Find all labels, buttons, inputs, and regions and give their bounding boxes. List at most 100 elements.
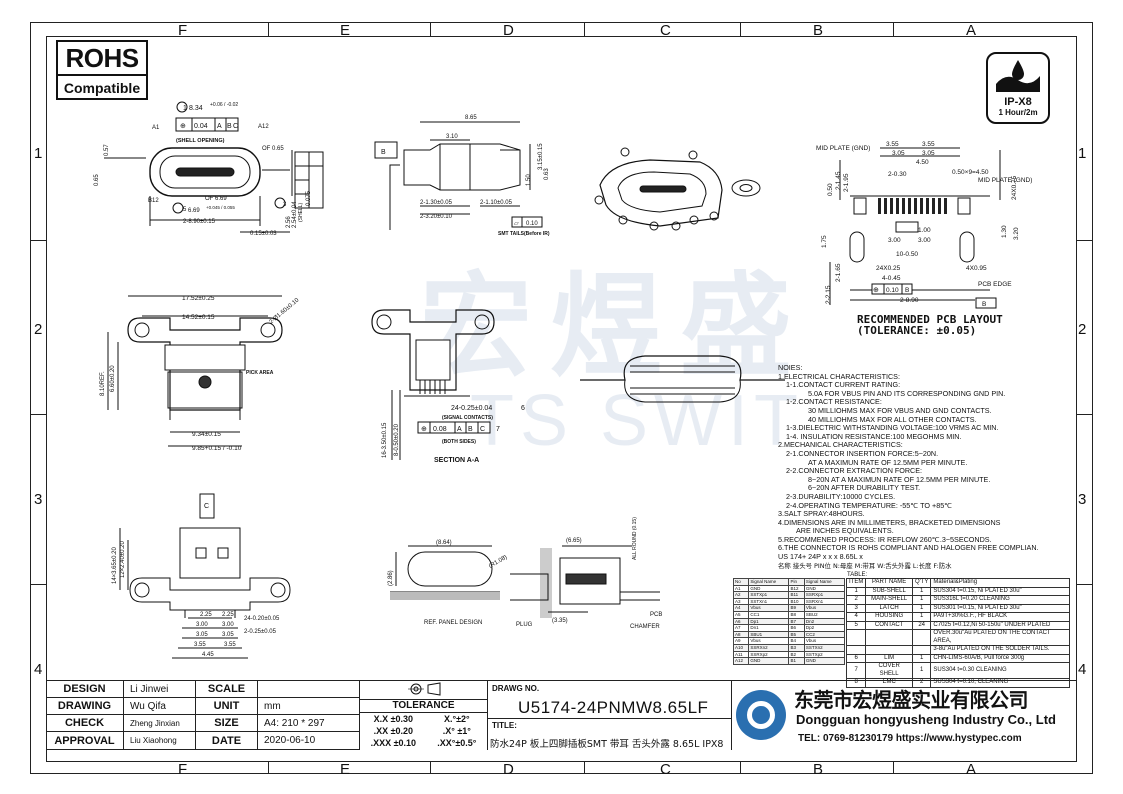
- table-cell: 2: [845, 595, 867, 605]
- panel-design-view: [390, 545, 500, 600]
- pin-cell: SSRXn2: [748, 643, 790, 652]
- dim-175: 1.75: [821, 235, 828, 248]
- pin-cell: SSTXn1: [748, 597, 790, 606]
- dim-300-pcb-b: 3.00: [918, 237, 931, 244]
- table-cell: 3: [845, 603, 867, 613]
- table-cell: [865, 629, 913, 646]
- zone-row-3-left: 3: [34, 491, 43, 508]
- note-line: 1-4. INSULATION RESISTANCE:100 MEGOHMS M…: [786, 431, 962, 441]
- table-cell: 1: [911, 586, 932, 596]
- dim-075: 24X0.75: [1011, 175, 1018, 200]
- zone-col-b-bottom: B: [813, 761, 824, 778]
- zone-row-4-right: 4: [1078, 661, 1087, 678]
- pcb-edge-label: PCB EDGE: [978, 281, 1012, 288]
- ipx8-badge: IP-X8 1 Hour/2m: [986, 52, 1050, 124]
- watermark-chinese: 宏煜盛: [420, 262, 810, 392]
- scale-label: SCALE: [196, 681, 258, 698]
- drawing-number: U5174-24PNMW8.65LF: [518, 698, 709, 717]
- dim-355-a: 3.55: [194, 642, 206, 648]
- tick-bottom: [893, 762, 894, 774]
- front-view: [104, 101, 324, 233]
- note-line: 30 MILLIOHMS MAX FOR VBUS AND GND CONTAC…: [808, 405, 992, 415]
- table-cell: [911, 629, 932, 646]
- pin-cell: Pin: [788, 578, 805, 586]
- dim-254: 2.54±0.04: [292, 201, 298, 228]
- approval-label: APPROVAL: [46, 732, 124, 750]
- callout-6: 6: [521, 405, 525, 412]
- approval-name: Liu Xiaohong: [124, 732, 196, 750]
- zone-row-2-right: 2: [1078, 321, 1087, 338]
- dim-050x9: 0.50×9=4.50: [952, 169, 989, 176]
- table-cell: LIM: [865, 653, 913, 663]
- dim-130: 2-1.30±0.05: [420, 200, 453, 206]
- dim-300-a: 3.00: [196, 622, 208, 628]
- zone-col-c-top: C: [660, 22, 671, 39]
- table-cell: 24: [911, 620, 932, 630]
- mid-plate-right: MID PLATE (GND): [978, 177, 1032, 184]
- pin-cell: GND: [748, 657, 790, 665]
- dim-305-a: 3.05: [196, 632, 208, 638]
- dim-300-b: 3.00: [222, 622, 234, 628]
- dim-934: 9.34±0.15: [192, 431, 221, 438]
- pin-cell: Dn2: [803, 617, 846, 626]
- pin-cell: A1: [732, 584, 750, 593]
- note-line: AT A MAXIMUN RATE OF 12.5MM PER MINUTE.: [808, 457, 968, 467]
- chamfer-label: CHAMFER: [630, 624, 660, 630]
- rohs-compatible-label: Compatible: [63, 80, 141, 96]
- size-value: A4: 210 * 297: [258, 715, 360, 732]
- callout-3: 3: [283, 202, 287, 208]
- dim-305-pcb-b: 3.05: [922, 150, 935, 157]
- position-tol-icon-3: ⊕: [873, 287, 879, 294]
- callout-1: 1: [183, 105, 187, 112]
- note-line: ARE INCHES EQUIVALENTS.: [796, 526, 894, 536]
- all-round-note: ALL ROUND (0.15): [632, 517, 638, 560]
- title-block: [46, 680, 1077, 750]
- pin-cell: Dp1: [748, 617, 790, 626]
- datum-c-2: C: [480, 426, 485, 433]
- section-view: [371, 309, 495, 460]
- pin-cell: A12: [732, 657, 750, 665]
- dim-665: (6.65): [566, 538, 582, 544]
- tick-left: [30, 584, 46, 585]
- company-name-en: Dongguan hongyusheng Industry Co., Ltd: [796, 712, 1056, 727]
- datum-b-pcb-edge: B: [982, 301, 986, 308]
- company-contact: TEL: 0769-81230179 https://www.hystypec.…: [798, 733, 1022, 744]
- section-label: SECTION A-A: [434, 457, 479, 464]
- zone-col-a-bottom: A: [966, 761, 977, 778]
- table-cell: LATCH: [865, 603, 913, 613]
- table-header-cell: Material&Plating: [930, 578, 1070, 588]
- unit-label: UNIT: [196, 698, 258, 715]
- pin-cell: A2: [732, 591, 750, 599]
- drawing-number-block: DRAWG NO. U5174-24PNMW8.65LF TITLE: 防水24…: [488, 680, 732, 750]
- pin-cell: A7: [732, 624, 750, 632]
- hy-logo-icon: [736, 690, 786, 740]
- tol-xxx: .XXX ±0.10: [370, 738, 417, 748]
- dim-320-pcb: 3.20: [1013, 227, 1020, 240]
- drawing-title: 防水24P 板上四脚插板SMT 带耳 舌头外露 8.65L IPX8: [490, 739, 724, 750]
- pin-cell: SSTXn2: [803, 643, 846, 652]
- table-cell: 1: [911, 653, 932, 663]
- position-tol-icon-2: ⊕: [421, 426, 427, 433]
- note-line: 2.MECHANICAL CHARACTERISTICS:: [778, 440, 903, 450]
- pin-cell: A9: [732, 637, 750, 645]
- dim-shell-note: (SHELL): [298, 202, 304, 222]
- flatness-icon: ▱: [514, 221, 519, 227]
- scale-value: [258, 681, 360, 698]
- pin-cell: SSTXp2: [803, 650, 846, 659]
- table-cell: [845, 645, 867, 655]
- tol-angle-1: X.°±2°: [444, 714, 470, 724]
- table-cell: 3-8u"Au PLATED ON THE SOLDER TAILS.: [930, 645, 1070, 655]
- signal-contacts-note: (SIGNAL CONTACTS): [442, 415, 493, 421]
- zone-row-1-left: 1: [34, 145, 43, 162]
- datum-b-side: B: [381, 149, 386, 156]
- zone-col-e-bottom: E: [340, 761, 351, 778]
- dim-057: 0.57: [104, 144, 110, 156]
- profile-view: [580, 355, 785, 403]
